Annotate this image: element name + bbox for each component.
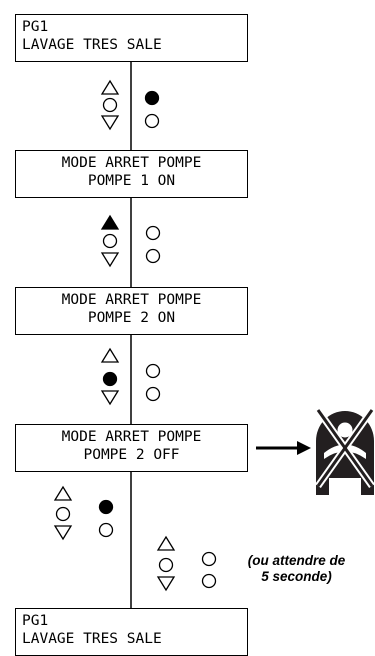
enter-key-icon[interactable]	[98, 499, 114, 515]
down-key-icon[interactable]	[53, 525, 73, 541]
lcd-line-1: PG1	[22, 19, 49, 35]
lcd-line-1: MODE ARRET POMPE	[61, 429, 202, 445]
keypad-step-3	[100, 347, 161, 406]
escape-key-icon[interactable]	[201, 573, 217, 589]
keypad-step-4	[53, 485, 114, 541]
middle-key-icon[interactable]	[158, 557, 174, 573]
keypad-step-2	[100, 214, 161, 268]
middle-key-icon[interactable]	[55, 506, 71, 522]
lcd-line-2: POMPE 2 OFF	[83, 447, 180, 463]
enter-key-icon[interactable]	[201, 551, 217, 567]
down-key-icon[interactable]	[100, 390, 120, 406]
lcd-line-2: LAVAGE TRES SALE	[22, 631, 162, 647]
lcd-line-1: MODE ARRET POMPE	[61, 292, 202, 308]
middle-key-icon[interactable]	[102, 371, 118, 387]
escape-key-icon[interactable]	[145, 386, 161, 402]
escape-key-icon[interactable]	[144, 113, 160, 129]
wait-note: (ou attendre de 5 seconde)	[224, 553, 369, 585]
middle-key-icon[interactable]	[102, 97, 118, 113]
enter-key-icon[interactable]	[145, 225, 161, 241]
escape-key-icon[interactable]	[98, 522, 114, 538]
up-key-icon[interactable]	[53, 485, 73, 501]
enter-key-icon[interactable]	[145, 363, 161, 379]
enter-key-icon[interactable]	[144, 90, 160, 106]
lcd-screen-1: PG1 LAVAGE TRES SALE	[15, 14, 248, 62]
lcd-screen-4: MODE ARRET POMPE POMPE 2 OFF	[15, 424, 248, 472]
lcd-screen-2: MODE ARRET POMPE POMPE 1 ON	[15, 150, 248, 198]
down-key-icon[interactable]	[100, 115, 120, 131]
arrow-right-icon	[256, 441, 311, 455]
down-key-icon[interactable]	[156, 576, 176, 592]
up-key-icon[interactable]	[100, 79, 120, 95]
keypad-step-5	[156, 535, 217, 592]
lcd-line-2: POMPE 2 ON	[87, 310, 176, 326]
up-key-icon[interactable]	[100, 347, 120, 363]
escape-key-icon[interactable]	[145, 248, 161, 264]
lcd-line-1: MODE ARRET POMPE	[61, 155, 202, 171]
lcd-line-2: LAVAGE TRES SALE	[22, 37, 162, 53]
wait-note-line-2: 5 seconde)	[261, 569, 332, 584]
lcd-line-2: POMPE 1 ON	[87, 173, 176, 189]
pump-off-icon	[315, 407, 375, 495]
lcd-screen-3: MODE ARRET POMPE POMPE 2 ON	[15, 287, 248, 335]
wait-note-line-1: (ou attendre de	[247, 553, 346, 568]
down-key-icon[interactable]	[100, 252, 120, 268]
up-key-icon[interactable]	[100, 214, 120, 230]
up-key-icon[interactable]	[156, 535, 176, 551]
keypad-step-1	[100, 79, 160, 131]
lcd-line-1: PG1	[22, 613, 49, 629]
middle-key-icon[interactable]	[102, 233, 118, 249]
lcd-screen-5: PG1 LAVAGE TRES SALE	[15, 608, 248, 656]
